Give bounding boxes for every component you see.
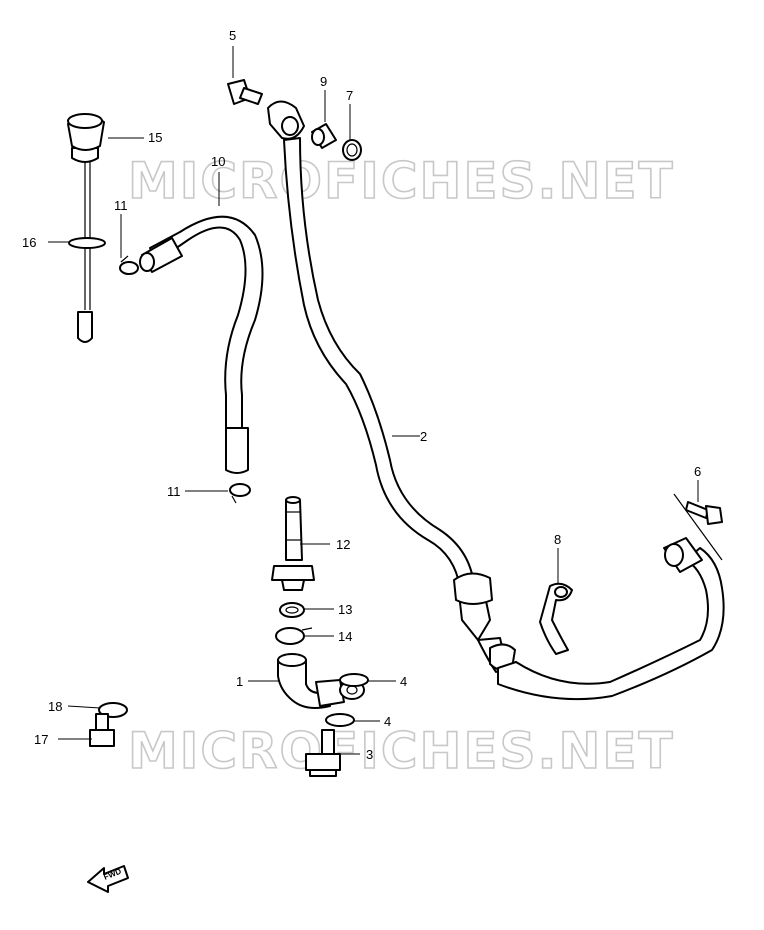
callout-4-lower: 4 <box>384 714 391 729</box>
callout-4-upper: 4 <box>400 674 407 689</box>
banjo-bolt-3 <box>305 729 341 777</box>
watermark-top: MICROFICHES.NET <box>128 152 675 210</box>
drain-bolt-17 <box>89 713 115 747</box>
callout-18: 18 <box>48 699 62 714</box>
callout-5: 5 <box>229 28 236 43</box>
callout-7: 7 <box>346 88 353 103</box>
oil-fitting <box>271 496 315 591</box>
hose-clip-lower <box>229 483 251 504</box>
pipe-bracket <box>539 582 573 655</box>
banjo-fitting-top <box>267 100 305 140</box>
bolt-6 <box>673 493 723 561</box>
callout-1: 1 <box>236 674 243 689</box>
hose-clip-upper <box>119 255 139 275</box>
callout-8: 8 <box>554 532 561 547</box>
gasket-4-lower <box>325 713 355 727</box>
spacer <box>311 123 337 149</box>
hose-clamp-14 <box>275 627 305 645</box>
callout-11-upper: 11 <box>114 198 128 213</box>
oil-pipe <box>283 137 725 701</box>
breather-hose <box>139 215 264 474</box>
callout-15: 15 <box>148 130 162 145</box>
callout-6: 6 <box>694 464 701 479</box>
callout-13: 13 <box>338 602 352 617</box>
gasket-13 <box>279 602 305 618</box>
fwd-arrow-icon: FWD <box>87 865 129 893</box>
callout-12: 12 <box>336 537 350 552</box>
callout-17: 17 <box>34 732 48 747</box>
gasket-4-upper <box>339 673 369 687</box>
watermark-bottom: MICROFICHES.NET <box>128 722 675 780</box>
callout-11-lower: 11 <box>167 484 181 499</box>
callout-9: 9 <box>320 74 327 89</box>
callout-16: 16 <box>22 235 36 250</box>
callout-10: 10 <box>211 154 225 169</box>
dipstick <box>67 113 106 343</box>
gasket-washer-7 <box>342 139 362 161</box>
callout-2: 2 <box>420 429 427 444</box>
callout-14: 14 <box>338 629 352 644</box>
banjo-bolt-top <box>227 79 263 105</box>
callout-3: 3 <box>366 747 373 762</box>
